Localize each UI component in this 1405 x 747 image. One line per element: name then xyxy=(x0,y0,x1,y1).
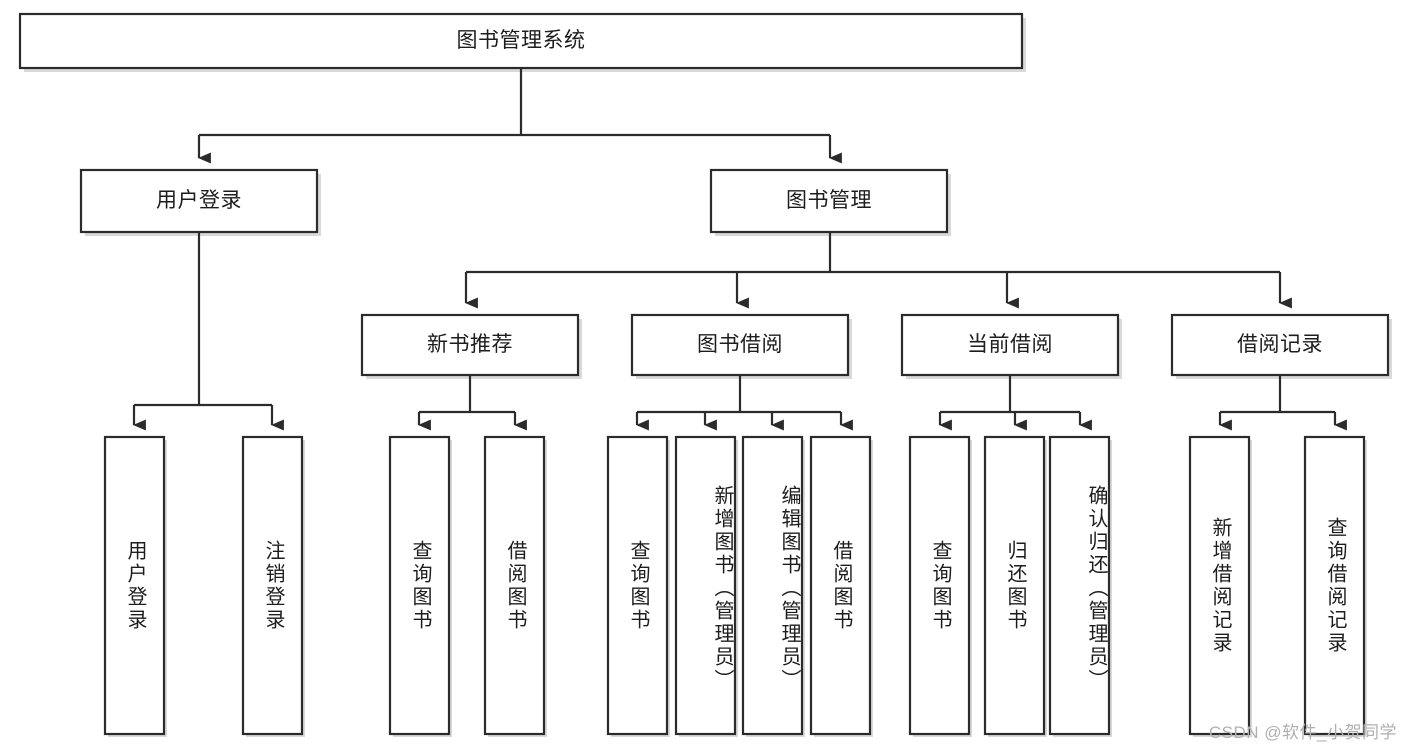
node-book-manage-box xyxy=(709,168,949,234)
leaf-box xyxy=(241,435,304,736)
node-borrow-record-box xyxy=(1170,313,1390,377)
connectors xyxy=(132,68,1347,431)
leaf-box xyxy=(388,435,451,736)
node-borrow-book-box xyxy=(630,313,850,377)
node-current-borrow-box xyxy=(900,313,1120,377)
leaf-box xyxy=(483,435,546,736)
leaf-box xyxy=(983,435,1046,736)
leaf-box xyxy=(1303,435,1366,736)
leaf-box xyxy=(1188,435,1251,736)
leaf-box xyxy=(741,435,804,736)
csdn-watermark: CSDN @软件_小贺同学 xyxy=(1208,723,1397,742)
leaf-box xyxy=(103,435,166,736)
node-boxes xyxy=(18,12,1390,736)
leaf-box xyxy=(1048,435,1111,736)
node-root-box xyxy=(18,12,1024,70)
node-user-login-box xyxy=(79,168,319,234)
node-new-book-box xyxy=(360,313,580,377)
leaf-box xyxy=(908,435,971,736)
leaf-box xyxy=(674,435,737,736)
leaf-box xyxy=(809,435,872,736)
leaf-box xyxy=(606,435,669,736)
